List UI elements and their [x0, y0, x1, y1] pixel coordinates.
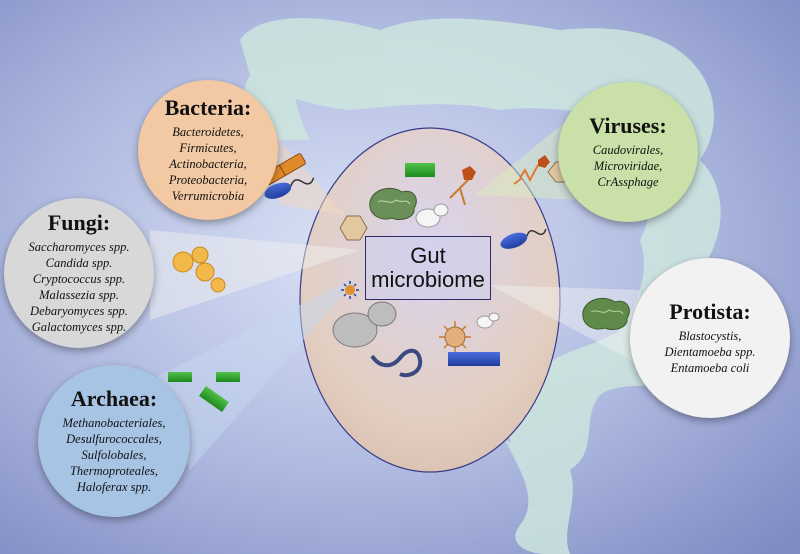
hexagon-virus-icon-left [339, 215, 368, 241]
archaea-item: Desulfurococcales, [66, 432, 162, 446]
fungi-item: Cryptococcus spp. [32, 272, 126, 286]
phage-icon-center [449, 166, 476, 206]
protista-item: Dientamoeba spp. [664, 345, 756, 359]
spirochete-icon [370, 348, 423, 378]
gut-label-line1: Gut [410, 243, 446, 268]
archaea-item: Methanobacteriales, [62, 416, 166, 430]
viruses-item: Caudovirales, [592, 143, 664, 157]
archaea-title: Archaea: [70, 386, 158, 411]
archaea-cone [150, 275, 360, 470]
viruses-title: Viruses: [589, 113, 667, 138]
bacteria-item: Actinobacteria, [169, 157, 247, 171]
fungi-item: Saccharomyces spp. [28, 240, 130, 254]
fungi-item: Malassezia spp. [39, 288, 119, 302]
bacteria-item: Bacteroidetes, [172, 125, 244, 139]
grey-cocci-icon [332, 301, 397, 348]
archaea-item: Thermoproteales, [69, 464, 159, 478]
phage-icon [513, 155, 550, 185]
bacteria-item: Proteobacteria, [168, 173, 248, 187]
blue-rods-icon [448, 352, 500, 366]
bacteria-item: Firmicutes, [179, 141, 237, 155]
amoeba-icon [582, 297, 630, 331]
protista-item: Blastocystis, [678, 329, 742, 343]
budding-yeast-icon [415, 203, 449, 228]
archaea-item: Sulfolobales, [81, 448, 147, 462]
blue-flagellated-bacterium-icon [264, 177, 315, 199]
fungi-item: Galactomyces spp. [31, 320, 127, 334]
small-yeast-icon [476, 312, 500, 329]
green-bar-icons [168, 372, 240, 412]
center-ellipse [299, 127, 561, 473]
spiky-microbe-icon [439, 321, 471, 353]
bacteria-title: Bacteria: [164, 95, 252, 120]
protista-item: Entamoeba coli [670, 361, 750, 375]
archaea-bubble: Archaea: Methanobacteriales, Desulfuroco… [38, 365, 190, 517]
protista-title: Protista: [669, 299, 751, 324]
viruses-item: Microviridae, [593, 159, 663, 173]
viruses-item: CrAssphage [597, 175, 659, 189]
bacteria-item: Verrumicrobia [171, 189, 245, 203]
gut-microbiome-label-box: Gut microbiome [365, 236, 491, 300]
gut-label-line2: microbiome [371, 267, 485, 292]
fungi-item: Debaryomyces spp. [30, 304, 128, 318]
yeast-cells-icon [172, 246, 226, 293]
blue-bacterium-right-icon [500, 228, 547, 249]
amoeba-icon-center [369, 187, 417, 221]
green-rod-icon [405, 163, 435, 177]
fungi-item: Candida spp. [45, 256, 113, 270]
archaea-item: Haloferax spp. [76, 480, 152, 494]
viruses-bubble: Viruses: Caudovirales, Microviridae, CrA… [558, 82, 698, 222]
fungi-title: Fungi: [47, 210, 111, 235]
sun-microbe-icon [341, 281, 359, 299]
protista-bubble: Protista: Blastocystis, Dientamoeba spp.… [630, 258, 790, 418]
fungi-bubble: Fungi: Saccharomyces spp. Candida spp. C… [4, 198, 154, 348]
bacteria-bubble: Bacteria: Bacteroidetes, Firmicutes, Act… [138, 80, 278, 220]
